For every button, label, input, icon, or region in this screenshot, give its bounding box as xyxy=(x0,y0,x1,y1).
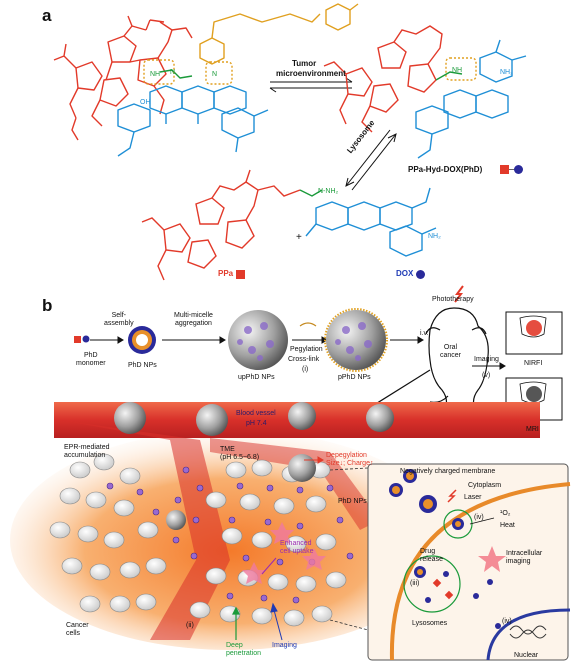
n-atom: N xyxy=(170,69,175,76)
ppa-porphyrin-core xyxy=(53,15,193,141)
blood-vessel-label: Blood vessel xyxy=(236,410,276,417)
nh-atom-right: NH xyxy=(452,67,462,74)
intracellular-imaging-label: Intracellular imaging xyxy=(506,550,543,565)
tme-label: TME (pH 6.5~6.8) xyxy=(220,446,260,461)
crosslink-label: Cross-link xyxy=(288,356,320,363)
mouse-outline xyxy=(425,307,489,409)
hydrazone-linker xyxy=(159,69,193,79)
entering-nps xyxy=(389,469,437,513)
step-iv-label: (iv) xyxy=(474,514,484,521)
pphd-nps-label: pPhD NPs xyxy=(338,374,371,381)
oral-cancer-label: Oral cancer xyxy=(440,344,462,359)
vessel-nanoparticles xyxy=(114,402,394,436)
oh-atom: OH xyxy=(140,99,151,106)
peg-linker xyxy=(199,3,359,65)
nucleus-membrane xyxy=(486,608,571,661)
lysosomes-label: Lysosomes xyxy=(412,620,448,627)
equilibrium-arrow-down xyxy=(345,129,397,191)
depegylation-label: Depegylation Size↓; Charge↑ xyxy=(326,452,374,467)
imaging-label: Imaging xyxy=(474,356,499,363)
nh-atom: NH xyxy=(150,71,160,78)
equilibrium-arrow-right xyxy=(269,77,353,93)
cell-membrane xyxy=(389,482,571,661)
ppa-label: PPa xyxy=(218,269,234,278)
dox-anthracycline xyxy=(117,85,269,157)
pphd-np-sphere xyxy=(326,310,386,370)
cancer-cells-label: Cancer cells xyxy=(66,622,89,637)
imaging-tumor-label: Imaging xyxy=(272,642,297,649)
ppa-square-icon xyxy=(236,270,245,279)
vessel-branch xyxy=(60,420,230,640)
tumor-label: Tumor xyxy=(292,59,317,68)
singlet-oxygen-label: ¹O₂ xyxy=(500,510,511,517)
nirfi-label: NIRFI xyxy=(524,360,543,367)
deep-penetration-label: Deep penetration xyxy=(226,642,262,657)
step-iv2-label: (iv) xyxy=(502,618,512,625)
multi-micelle-label: Multi-micelle aggregation xyxy=(174,312,213,327)
blood-ph-label: pH 7.4 xyxy=(246,420,267,427)
epr-label: EPR-mediated accumulation xyxy=(64,444,110,459)
dox-nh2-atom: NH₂ xyxy=(428,233,441,240)
pegylation-label: Pegylation xyxy=(290,346,323,353)
nuclear-label: Nuclear xyxy=(514,652,539,659)
self-assembly-label: Self- assembly xyxy=(104,312,134,327)
released-dox xyxy=(425,571,493,603)
phototherapy-bolt xyxy=(454,285,464,303)
membrane-label: Negatively charged membrane xyxy=(400,468,496,475)
cytoplasm-label: Cytoplasm xyxy=(468,482,502,489)
enhanced-uptake-label: Enhanced cell uptake xyxy=(280,540,314,555)
upphd-np-sphere xyxy=(228,310,288,370)
panel-b-letter: b xyxy=(42,296,53,315)
panel-a-structures: NH N N OH xyxy=(53,3,527,281)
dox-circle-icon xyxy=(416,270,425,279)
nh2-atom-right: NH₂ xyxy=(500,69,513,76)
phd-np-micelle xyxy=(128,326,156,354)
phd-prodrug-structure xyxy=(53,3,359,157)
upphd-inner-micelles xyxy=(237,322,274,361)
step-ii-label: (ii) xyxy=(186,622,194,629)
microenvironment-label: microenvironment xyxy=(276,69,346,78)
dox-structure xyxy=(305,187,437,257)
imaging-starbursts xyxy=(242,522,326,584)
phototherapy-label: Phototherapy xyxy=(432,296,474,303)
phd-nps-inset-label: PhD NPs xyxy=(338,498,367,505)
laser-label: Laser xyxy=(464,494,482,501)
drug-release-label: Drug release xyxy=(420,548,443,563)
n2-atom: N xyxy=(212,71,217,78)
dox-label: DOX xyxy=(396,269,414,278)
phd-nps-label: PhD NPs xyxy=(128,362,157,369)
upphd-nps-label: upPhD NPs xyxy=(238,374,275,381)
released-ppa xyxy=(432,578,454,600)
phd-monomer-label: PhD monomer xyxy=(76,352,106,367)
step-v-label: (v) xyxy=(482,372,491,379)
phd-label: PPa-Hyd-DOX(PhD) xyxy=(408,165,483,174)
heat-label: Heat xyxy=(500,522,515,529)
step-i-label: (i) xyxy=(302,366,309,373)
hn-atom: N-NH₂ xyxy=(318,188,338,195)
phd-right-structure xyxy=(323,25,527,159)
cancer-cells xyxy=(49,453,347,627)
monomer-dot xyxy=(82,335,90,343)
mri-label: MRI xyxy=(526,426,539,433)
step-iii-label: (iii) xyxy=(410,580,420,587)
phd-monomer-icon xyxy=(500,165,509,174)
panel-a-letter: a xyxy=(42,6,52,25)
lysosome-circle xyxy=(403,555,461,613)
plus-sign: + xyxy=(296,232,302,243)
iv-label: i.v. xyxy=(420,330,429,337)
phd-monomer-link xyxy=(509,169,515,170)
cell-inset-box xyxy=(367,463,569,661)
monomer-to-micelle-arrow xyxy=(90,336,226,344)
phd-monomer-dot xyxy=(514,165,523,174)
ppa-structure xyxy=(141,169,301,281)
monomer-square xyxy=(74,336,81,343)
